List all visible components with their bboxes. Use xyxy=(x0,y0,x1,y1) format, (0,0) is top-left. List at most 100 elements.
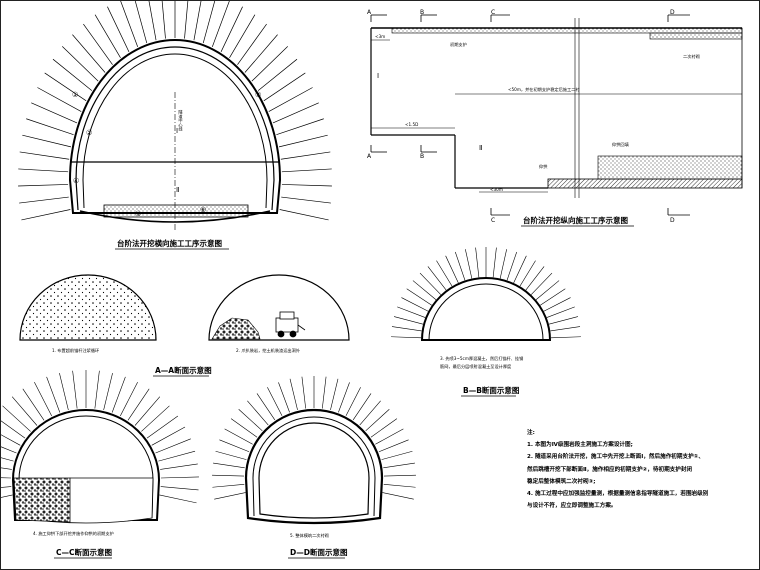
rock-bolt xyxy=(383,484,416,488)
secondary-lining-line xyxy=(82,53,268,209)
notes-line-3: 然后跳槽开挖下部断面Ⅱ，施作相应的初期支护②，待初期支护封闭 xyxy=(527,466,693,473)
rock-bolt xyxy=(19,151,70,160)
rock-bolt xyxy=(244,34,278,73)
rock-bolt xyxy=(455,251,466,281)
section-marks-top xyxy=(370,14,690,216)
rock-bolt xyxy=(212,484,245,488)
dim-long-label: <50m，并在初期支护稳定后施工二衬 xyxy=(508,86,580,93)
rock-bolt xyxy=(513,255,527,284)
rock-bolt xyxy=(193,0,202,41)
rock-bolt xyxy=(550,326,581,332)
section-mark-letters: A B C D A B C D xyxy=(367,9,675,224)
rock-bolt xyxy=(289,378,298,411)
rock-bolt xyxy=(21,209,71,221)
d-contour xyxy=(244,408,384,525)
rock-bolt xyxy=(103,373,113,411)
rock-bolt xyxy=(301,376,307,409)
rock-bolt xyxy=(257,58,298,91)
invert-fill-band xyxy=(597,155,743,180)
rock-bolt xyxy=(279,209,329,221)
section-b-b: 3. 先喷3~5cm厚混凝土，然后打锚杆、挂钢 筋网，最后分层喷射混凝土至设计厚… xyxy=(391,247,581,397)
step-marker-2: ② xyxy=(86,129,92,137)
rock-bolt xyxy=(119,0,139,48)
rock-bolt xyxy=(83,23,113,65)
rock-bolt xyxy=(263,72,306,102)
rock-bolt xyxy=(107,6,130,52)
muck-pile xyxy=(211,317,261,340)
section-d-d: 5. 整体模筑二次衬砌 D—D断面示意图 xyxy=(212,376,416,559)
rock-bolt xyxy=(18,184,69,187)
rock-bolt xyxy=(134,0,148,44)
rock-bolt xyxy=(251,46,288,82)
step-markers: ① ② ③ ④ ⑤ ⑥ xyxy=(72,91,261,218)
rock-bolt xyxy=(238,408,263,432)
rock-bolt xyxy=(278,134,328,148)
d-lining-outer xyxy=(252,416,376,517)
rock-bolt xyxy=(391,326,422,332)
notes-heading: 注: xyxy=(527,430,535,436)
rock-bolt xyxy=(11,396,38,426)
rock-bolt xyxy=(141,405,170,432)
rock-bolt xyxy=(445,255,459,284)
zone-I-label: Ⅰ xyxy=(176,127,178,135)
rock-bolt xyxy=(550,336,581,339)
rock-bolt xyxy=(540,288,566,306)
rock-bolt xyxy=(202,0,216,44)
rock-bolt xyxy=(0,433,21,446)
rock-bolt xyxy=(127,388,150,421)
rock-bolt xyxy=(0,457,14,462)
a1-dotted-half xyxy=(19,274,157,341)
rock-bolt xyxy=(272,102,319,124)
rock-bolt xyxy=(0,477,12,479)
a-step2: 2. 爪扒装岩，挖土机装渣运出洞外 xyxy=(236,347,301,354)
rock-bolt xyxy=(280,151,331,160)
rock-bolt xyxy=(111,376,126,413)
rock-bolt xyxy=(72,34,106,73)
rock-bolt xyxy=(0,486,12,488)
rock-bolt xyxy=(267,387,283,416)
rock-bolt xyxy=(19,196,69,204)
notes-line-2: 2. 隧道采用台阶法开挖，施工中先开挖上断面Ⅰ，然后施作初期支护①、 xyxy=(527,454,705,461)
d-step5: 5. 整体模筑二次衬砌 xyxy=(290,532,329,539)
rock-bolt xyxy=(158,450,196,462)
rock-bolt xyxy=(44,72,87,102)
cross-section-main: 隧道中心线 Ⅰ Ⅱ ① ② ③ ④ ⑤ ⑥ 台阶法开挖横向施工工序示意图 xyxy=(18,0,332,250)
mark-A-top: A xyxy=(367,9,372,16)
rock-bolt xyxy=(224,428,253,445)
rock-bolt xyxy=(214,492,246,500)
rock-bolt xyxy=(530,272,553,295)
rock-bolt xyxy=(220,6,243,52)
rock-bolt xyxy=(52,58,93,91)
rock-bolt xyxy=(26,118,74,136)
step-marker-6: ⑥ xyxy=(200,206,206,214)
rock-bolt xyxy=(375,428,404,445)
rock-bolt xyxy=(22,134,72,148)
dim-bottom-label: <30m xyxy=(490,187,503,192)
rock-bolt xyxy=(546,306,575,318)
longitudinal-section: A B C D A B C D <3m xyxy=(367,9,743,227)
c-step4: 4. 施工仰拱下部开挖并施作仰拱的初期支护 xyxy=(33,530,114,537)
rock-bolt xyxy=(525,266,545,291)
rock-bolts-d xyxy=(212,376,416,500)
step-marker-1: ① xyxy=(72,91,78,99)
rock-bolt xyxy=(465,249,473,279)
section-c-c: 4. 施工仰拱下部开挖并施作仰拱的初期支护 C—C断面示意图 xyxy=(0,370,199,559)
mark-B-top: B xyxy=(420,9,424,16)
secondary-lining-band xyxy=(649,32,743,40)
mark-B-bottom: B xyxy=(420,153,424,160)
rock-bolt xyxy=(401,297,429,312)
rock-bolt xyxy=(0,446,17,454)
rock-bolt xyxy=(492,247,497,278)
dim-step-label: <1.5D xyxy=(405,122,418,127)
longitudinal-title: 台阶法开挖纵向施工工序示意图 xyxy=(523,215,628,225)
rock-bolt xyxy=(499,249,507,279)
rock-bolt xyxy=(230,418,258,438)
b-step3-line2: 筋网，最后分层喷射混凝土至设计厚度 xyxy=(440,363,512,370)
section-a-a: 1. 布置超前锚杆注浆循环 2. 爪扒装岩，挖土机装渣运出洞外 A—A断面示意图 xyxy=(19,274,350,377)
rock-bolt xyxy=(213,462,245,469)
mark-D-top: D xyxy=(670,9,675,16)
cross-section-title: 台阶法开挖横向施工工序示意图 xyxy=(117,238,222,248)
rock-bolt xyxy=(281,196,331,204)
b-contour xyxy=(420,277,552,341)
rock-bolt xyxy=(62,46,99,82)
